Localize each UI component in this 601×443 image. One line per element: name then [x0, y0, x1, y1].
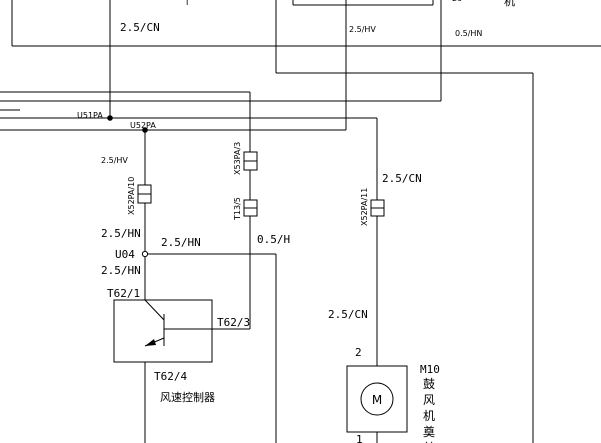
wires: [0, 0, 534, 443]
motor-pin-top: 2: [355, 346, 362, 359]
connector-t13-5: T13/5: [233, 197, 258, 221]
top-partial-text-left: I: [186, 0, 188, 7]
node-label-u51pa: U51PA: [77, 111, 103, 120]
fan-speed-controller: T62/1 T62/3 T62/4 风速控制器: [107, 287, 250, 404]
wire-label-mid-h: 0.5/H: [257, 233, 290, 246]
motor-name-char: 机: [423, 409, 435, 423]
svg-text:X52PA/10: X52PA/10: [127, 177, 136, 215]
junctions: [107, 115, 149, 258]
node-label-u52pa: U52PA: [130, 121, 156, 130]
connector-x52pa-10: X52PA/10: [127, 177, 152, 215]
top-partial-boxes: I 20 机: [11, 0, 601, 47]
motor-name-char: 鼓: [423, 377, 435, 391]
connector-x53pa-3: X53PA/3: [233, 142, 258, 175]
wire-label-left-hn-lower: 2.5/HN: [101, 264, 141, 277]
svg-text:X53PA/3: X53PA/3: [233, 142, 242, 175]
wire-label-right-cn-upper: 2.5/CN: [382, 172, 422, 185]
junction-u52pa: [142, 127, 148, 133]
svg-text:T13/5: T13/5: [233, 197, 242, 221]
wire-labels: 2.5/CN 2.5/HV 0.5/HN 2.5/HV 2.5/HN 2.5/H…: [101, 21, 482, 321]
svg-text:X52PA/11: X52PA/11: [360, 188, 369, 226]
wire-label-left-hn-upper: 2.5/HN: [101, 227, 141, 240]
controller-pin-4: T62/4: [154, 370, 187, 383]
motor-name-char: 基: [423, 441, 435, 443]
wire-label-mid-hn: 2.5/HN: [161, 236, 201, 249]
connector-x52pa-11: X52PA/11: [360, 188, 385, 226]
motor-name-char: 风: [423, 393, 435, 407]
wire-label-right-cn-lower: 2.5/CN: [328, 308, 368, 321]
wire-label-top-hn: 0.5/HN: [455, 29, 482, 38]
motor-symbol: M: [372, 393, 382, 407]
controller-pin-1: T62/1: [107, 287, 140, 300]
wire-label-top-cn: 2.5/CN: [120, 21, 160, 34]
top-partial-text-right: 机: [504, 0, 515, 8]
controller-pin-3: T62/3: [217, 316, 250, 329]
wire-label-left-hv: 2.5/HV: [101, 156, 128, 165]
motor-name-char: 奠: [423, 424, 435, 439]
wire-label-top-hv: 2.5/HV: [349, 25, 376, 34]
junction-u51pa: [107, 115, 113, 121]
node-label-u04: U04: [115, 248, 135, 261]
motor-pin-bottom: 1: [356, 433, 363, 443]
junction-u04: [141, 250, 149, 258]
blower-motor: M 2 1 M10 鼓 风 机 奠 基: [346, 346, 440, 443]
node-labels: U51PA U52PA U04: [77, 111, 156, 261]
controller-name: 风速控制器: [160, 390, 215, 404]
motor-id: M10: [420, 363, 440, 376]
top-partial-number: 20: [452, 0, 462, 3]
